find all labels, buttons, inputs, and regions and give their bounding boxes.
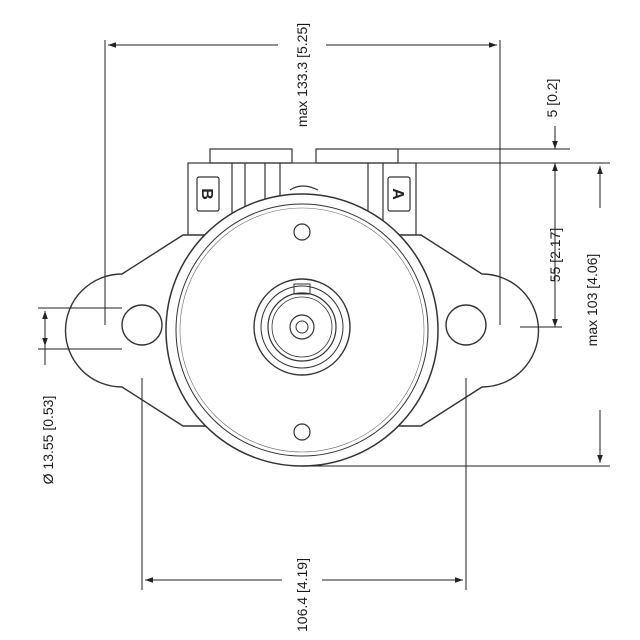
dim-overall-width-label: max 133.3 [5.25] <box>294 23 310 127</box>
dim-overall-width <box>104 40 501 325</box>
port-a-label: A <box>389 188 406 200</box>
motor-body-inner <box>175 203 429 457</box>
dim-hole-diameter <box>38 307 122 365</box>
dim-bolt-spacing <box>141 378 467 590</box>
dim-top-offset-label: 5 [0.2] <box>544 79 560 118</box>
dim-center-height-label: 55 [2.17] <box>547 228 563 283</box>
dim-hole-diameter-label: Ø 13.55 [0.53] <box>40 396 56 485</box>
screw-hole-top <box>293 223 311 241</box>
dim-center-height <box>520 186 562 328</box>
dim-overall-height-label: max 103 [4.06] <box>584 254 600 347</box>
dim-top-offset <box>398 126 610 186</box>
mounting-hole-right <box>445 304 487 346</box>
port-b-label: B <box>198 188 215 200</box>
shaft-assembly <box>253 278 351 376</box>
mounting-hole-left <box>121 304 163 346</box>
screw-hole-bottom <box>293 423 311 441</box>
motor-body-ring <box>179 207 425 453</box>
dim-overall-height <box>302 166 610 467</box>
dim-bolt-spacing-label: 106.4 [4.19] <box>294 558 310 632</box>
